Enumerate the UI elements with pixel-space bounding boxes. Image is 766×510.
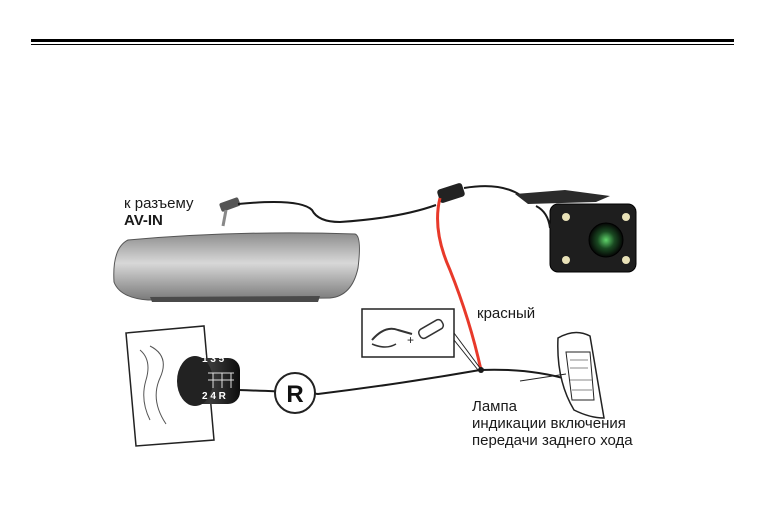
connector-label-avin: AV-IN [124, 212, 163, 229]
gear-bottom-row: 2 4 R [202, 391, 227, 402]
connector-label: к разъему [124, 195, 194, 212]
red-wire [436, 197, 483, 371]
header-rule-thin [31, 44, 734, 45]
reverse-badge-label: R [286, 381, 303, 408]
lamp-leader [519, 373, 567, 382]
lamp-label-line1: Лампа [472, 398, 517, 415]
lamp-label-line3: передачи заднего хода [472, 432, 633, 449]
rear-camera-icon [515, 190, 637, 273]
av-jack-icon [219, 197, 437, 227]
gear-shift-icon [125, 325, 240, 447]
wire-tap-icon: + [361, 308, 481, 371]
svg-text:+: + [407, 333, 414, 347]
tail-lamp-icon [557, 331, 605, 419]
mirror-icon [113, 232, 360, 302]
gear-top-row: 1 3 5 [202, 354, 225, 365]
reverse-indicator-icon [274, 372, 316, 414]
red-wire-label: красный [477, 305, 536, 322]
lamp-label-line2: индикации включения [472, 415, 626, 432]
ferrite-bead [437, 183, 465, 203]
header-rule [31, 39, 734, 42]
